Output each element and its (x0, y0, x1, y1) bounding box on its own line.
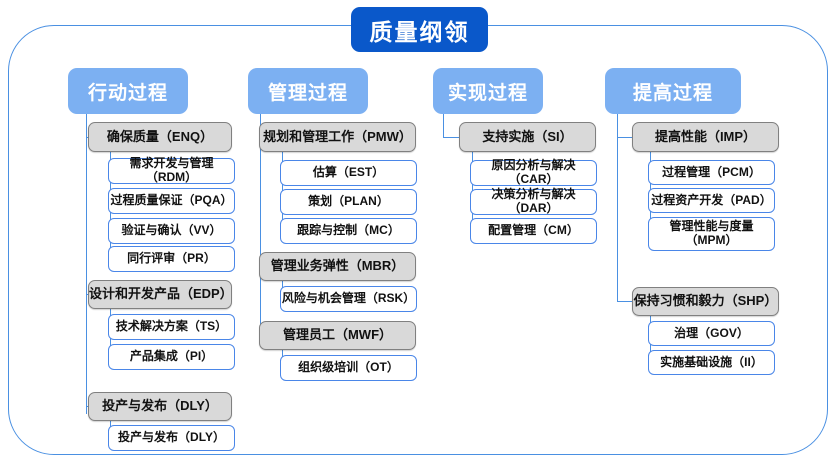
trunk-line-col4 (617, 114, 619, 302)
leaf-node-plan[interactable]: 策划（PLAN） (280, 189, 417, 215)
leaf-node-pcm[interactable]: 过程管理（PCM） (648, 160, 775, 185)
leaf-node-mc[interactable]: 跟踪与控制（MC） (280, 218, 417, 244)
group-node-pmw[interactable]: 规划和管理工作（PMW） (259, 122, 416, 152)
group-node-mbr[interactable]: 管理业务弹性（MBR） (259, 252, 416, 281)
leaf-node-mpm[interactable]: 管理性能与度量 （MPM） (648, 217, 775, 251)
diagram-title: 质量纲领 (351, 7, 488, 52)
group-node-imp[interactable]: 提高性能（IMP） (632, 122, 779, 152)
column-header-implementation-process[interactable]: 实现过程 (433, 68, 543, 114)
trunk-line-col3 (443, 114, 445, 138)
leaf-node-rsk[interactable]: 风险与机会管理（RSK） (280, 286, 417, 312)
group-node-dly[interactable]: 投产与发布（DLY） (88, 392, 232, 421)
group-node-edp[interactable]: 设计和开发产品（EDP） (88, 280, 233, 309)
connector-col3-g1 (443, 137, 461, 139)
leaf-node-pi[interactable]: 产品集成（PI） (108, 344, 235, 370)
leaf-node-pqa[interactable]: 过程质量保证（PQA） (108, 188, 235, 214)
leaf-node-vv[interactable]: 验证与确认（VV） (108, 218, 235, 244)
leaf-node-ts[interactable]: 技术解决方案（TS） (108, 314, 235, 340)
group-node-enq[interactable]: 确保质量（ENQ） (88, 122, 232, 152)
leaf-node-dar[interactable]: 决策分析与解决（DAR） (470, 187, 597, 215)
column-header-improvement-process[interactable]: 提高过程 (605, 68, 741, 114)
leaf-node-pr[interactable]: 同行评审（PR） (108, 246, 235, 272)
leaf-node-ot[interactable]: 组织级培训（OT） (280, 355, 417, 381)
connector-col4-g2 (617, 301, 634, 303)
leaf-node-cm[interactable]: 配置管理（CM） (470, 218, 597, 244)
group-node-si[interactable]: 支持实施（SI） (459, 122, 596, 152)
leaf-node-dly-child[interactable]: 投产与发布（DLY） (108, 425, 235, 451)
leaf-node-gov[interactable]: 治理（GOV） (648, 321, 775, 346)
leaf-node-pad[interactable]: 过程资产开发（PAD） (648, 188, 775, 213)
trunk-line-col1 (86, 114, 88, 414)
column-header-action-process[interactable]: 行动过程 (68, 68, 188, 114)
leaf-node-car[interactable]: 原因分析与解决（CAR） (470, 158, 597, 186)
leaf-node-est[interactable]: 估算（EST） (280, 160, 417, 186)
column-header-management-process[interactable]: 管理过程 (248, 68, 368, 114)
trunk-line-col2 (260, 114, 262, 342)
leaf-node-rdm[interactable]: 需求开发与管理（RDM） (108, 156, 235, 184)
connector-col4-g1 (617, 137, 634, 139)
group-node-shp[interactable]: 保持习惯和毅力（SHP） (632, 287, 779, 316)
leaf-node-ii[interactable]: 实施基础设施（II） (648, 350, 775, 375)
group-node-mwf[interactable]: 管理员工（MWF） (259, 321, 416, 350)
